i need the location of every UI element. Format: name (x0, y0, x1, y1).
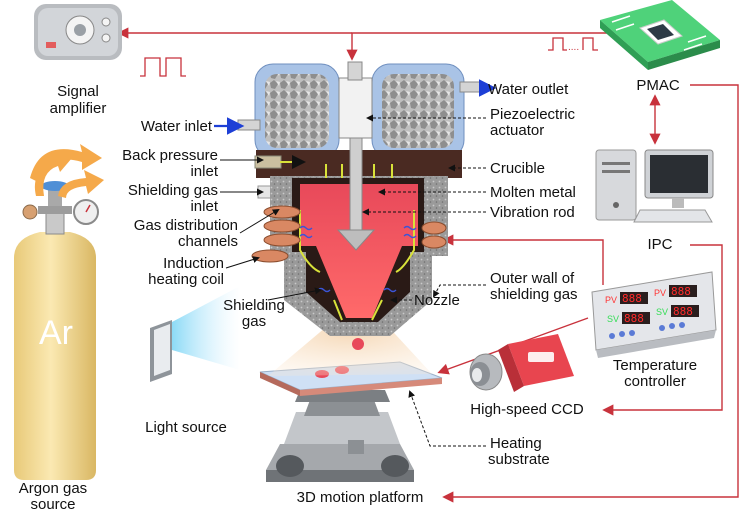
pmac-board (600, 0, 720, 70)
pulse-signal-left (140, 57, 186, 77)
outer-wall-label: Outer wall of (490, 270, 575, 287)
high-speed-ccd-label: High-speed CCD (470, 401, 584, 418)
outer-wall-label-2: shielding gas (490, 286, 578, 303)
pv-label-1: PV (605, 295, 617, 305)
water-outlet-label: Water outlet (488, 81, 569, 98)
water-inlet-label: Water inlet (141, 118, 213, 135)
argon-flow-arrows (30, 144, 104, 198)
vibration-rod-label: Vibration rod (490, 204, 575, 221)
sv-display-2: 888 (673, 305, 693, 318)
piezo-label-2: actuator (490, 122, 544, 139)
shielding-inlet-label: Shielding gas (128, 182, 218, 199)
pulse-dots: .... (568, 42, 579, 53)
light-source (150, 286, 240, 382)
control-connectors (117, 27, 739, 503)
leader-lines (220, 114, 486, 447)
back-pressure-label-2: inlet (190, 163, 218, 180)
gas-distribution-label: Gas distribution (134, 217, 238, 234)
piezo-label: Piezoelectric (490, 106, 576, 123)
signal-amplifier-label: Signal (57, 83, 99, 100)
temperature-controller-label: Temperature (613, 357, 697, 374)
molten-metal-label: Molten metal (490, 184, 576, 201)
printhead-assembly (237, 61, 483, 336)
heating-substrate-label: Heating (490, 435, 542, 452)
motion-platform (266, 390, 414, 482)
induction-coil-label: Induction (163, 255, 224, 272)
signal-amplifier-label-2: amplifier (50, 100, 107, 117)
pv-label-2: PV (654, 288, 666, 298)
high-speed-ccd-camera (469, 334, 574, 392)
induction-coil-label-2: heating coil (148, 271, 224, 288)
argon-symbol: Ar (39, 314, 73, 352)
shielding-gas-label-2: gas (242, 313, 266, 330)
temperature-controller-label-2: controller (624, 373, 686, 390)
sv-label-1: SV (607, 314, 619, 324)
argon-source-label-2: source (30, 496, 75, 513)
argon-source-label: Argon gas (19, 480, 87, 497)
light-source-label: Light source (145, 419, 227, 436)
ipc-label: IPC (647, 236, 672, 253)
ipc-computer (595, 149, 714, 223)
sv-label-2: SV (656, 307, 668, 317)
droplet (352, 338, 364, 350)
shielding-inlet-label-2: inlet (190, 198, 218, 215)
shielding-gas-label: Shielding (223, 297, 285, 314)
heating-substrate-label-2: substrate (488, 451, 550, 468)
nozzle-label: Nozzle (414, 292, 460, 309)
pmac-label: PMAC (636, 77, 680, 94)
ipc-to-ccd-line (602, 244, 723, 416)
sv-display-1: 888 (624, 312, 644, 325)
gas-distribution-label-2: channels (178, 233, 238, 250)
shielding-gas-plume (268, 322, 432, 376)
controller-to-coil-line (442, 234, 604, 285)
pv-display-1: 888 (622, 292, 642, 305)
back-pressure-label: Back pressure (122, 147, 218, 164)
signal-amplifier-device (34, 4, 122, 60)
crucible-label: Crucible (490, 160, 545, 177)
temperature-controller: PV 888 PV 888 SV 888 SV 888 (591, 271, 717, 358)
pulse-signal-right (548, 37, 598, 51)
pv-display-2: 888 (671, 285, 691, 298)
motion-platform-label: 3D motion platform (297, 489, 424, 506)
pmac-to-platform-line (442, 84, 739, 503)
